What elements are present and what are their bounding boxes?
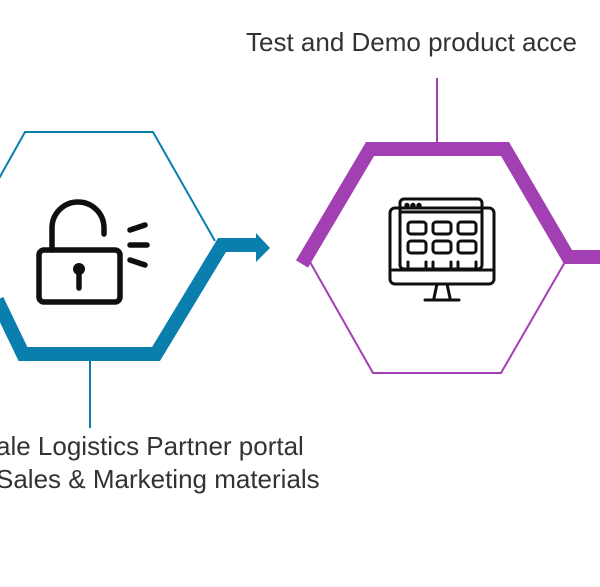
step-2-hexagon-thick-edge <box>295 142 600 268</box>
step-demo-access: Test and Demo product acce <box>246 27 600 374</box>
step-1-label: ale Logistics Partner portal Sales & Mar… <box>0 431 320 494</box>
step-partner-portal: ale Logistics Partner portal Sales & Mar… <box>0 131 320 494</box>
step-1-label-line-2: Sales & Marketing materials <box>0 464 320 494</box>
step-2-label: Test and Demo product acce <box>246 27 577 57</box>
step-2-hexagon-outline <box>309 261 566 374</box>
monitor-dashboard-icon <box>388 197 496 302</box>
step-1-hexagon-outline <box>0 131 216 242</box>
step-1-hexagon-thick-edge <box>0 238 258 361</box>
arrow-head-icon <box>256 233 270 262</box>
step-2-label-line-1: Test and Demo product acce <box>246 27 577 57</box>
step-1-label-line-1: ale Logistics Partner portal <box>0 431 304 461</box>
unlock-icon <box>36 199 150 305</box>
